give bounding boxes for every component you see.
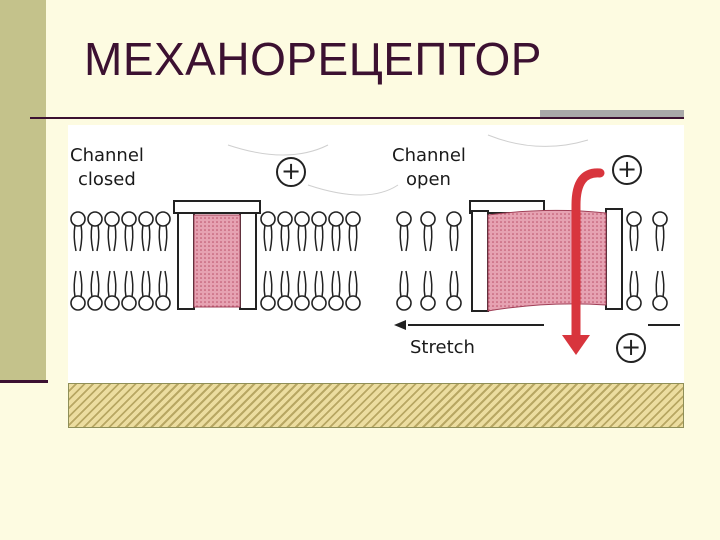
title-underline (30, 117, 684, 119)
closed-channel (173, 200, 261, 310)
slide-title: МЕХАНОРЕЦЕПТОР (84, 33, 542, 85)
positive-ion-icon-top-left: + (276, 157, 306, 187)
open-channel (469, 200, 623, 312)
channel-open-label-line2: open (406, 169, 451, 190)
channel-closed-label-line2: closed (78, 169, 136, 190)
mechanoreceptor-diagram: Channel closed Channel open Stretch + + … (68, 125, 684, 383)
hatched-footer-bar (68, 383, 684, 428)
stretch-label: Stretch (410, 337, 475, 358)
side-accent-bar (0, 0, 46, 382)
stretch-arrow (394, 320, 680, 330)
positive-ion-icon-top-right: + (612, 155, 642, 185)
positive-ion-icon-bottom-right: + (616, 333, 646, 363)
membrane-illustration (70, 134, 680, 355)
ion-flow-arrow (562, 168, 605, 355)
side-accent-base (0, 380, 48, 383)
background-sketch (227, 134, 589, 196)
title-underline-accent (540, 110, 684, 117)
channel-open-label-line1: Channel (392, 145, 466, 166)
channel-closed-label-line1: Channel (70, 145, 144, 166)
